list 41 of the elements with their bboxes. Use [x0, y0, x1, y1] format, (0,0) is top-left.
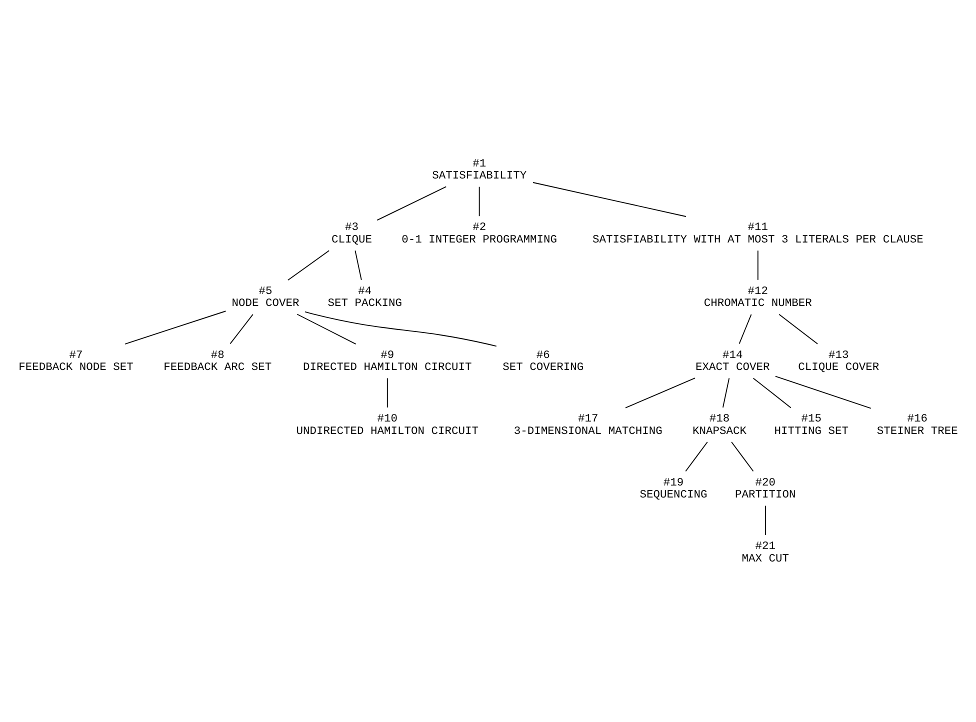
- node-text: #15 HITTING SET: [774, 414, 849, 438]
- connector: [386, 378, 388, 408]
- connector: [738, 314, 752, 344]
- node-text: #9 DIRECTED HAMILTON CIRCUIT: [303, 350, 472, 374]
- connector: [288, 250, 330, 281]
- node-text: #13 CLIQUE COVER: [798, 350, 880, 374]
- connector: [625, 378, 696, 408]
- node-text: #2 0-1 INTEGER PROGRAMMING: [402, 222, 557, 246]
- connector: [757, 250, 758, 280]
- connector: [685, 442, 708, 472]
- node-text: #21 MAX CUT: [742, 541, 790, 566]
- node-text: #10 UNDIRECTED HAMILTON CIRCUIT: [296, 414, 479, 438]
- connector: [304, 311, 497, 347]
- connector: [354, 250, 362, 280]
- node-text: #7 FEEDBACK NODE SET: [18, 350, 134, 374]
- node-text: #5 NODE COVER: [232, 286, 300, 310]
- connector: [731, 442, 754, 472]
- connector: [778, 314, 818, 344]
- node-text: #6 SET COVERING: [502, 350, 584, 374]
- node-text: #11 SATISFIABILITY WITH AT MOST 3 LITERALS PER CLAUSE: [592, 222, 924, 246]
- node-text: #20 PARTITION: [735, 477, 796, 502]
- connector: [230, 314, 254, 344]
- connector: [376, 186, 447, 221]
- node-text: #8 FEEDBACK ARC SET: [164, 350, 272, 374]
- connector: [722, 378, 730, 408]
- node-text: #19 SEQUENCING: [640, 477, 708, 502]
- connector: [752, 378, 792, 408]
- node-text: #18 KNAPSACK: [692, 414, 746, 438]
- node-text: #4 SET PACKING: [328, 286, 402, 310]
- node-text: #14 EXACT COVER: [695, 350, 770, 374]
- node-text: #1 SATISFIABILITY: [432, 158, 527, 183]
- node-text: #3 CLIQUE: [331, 222, 372, 246]
- connector: [124, 310, 226, 344]
- connector: [532, 182, 686, 217]
- node-text: #16 STEINER TREE: [876, 414, 958, 438]
- connector: [774, 376, 872, 409]
- connector: [296, 314, 356, 345]
- connector: [478, 186, 480, 217]
- connector: [764, 505, 766, 536]
- node-text: #17 3-DIMENSIONAL MATCHING: [514, 414, 662, 438]
- node-text: #12 CHROMATIC NUMBER: [704, 286, 812, 310]
